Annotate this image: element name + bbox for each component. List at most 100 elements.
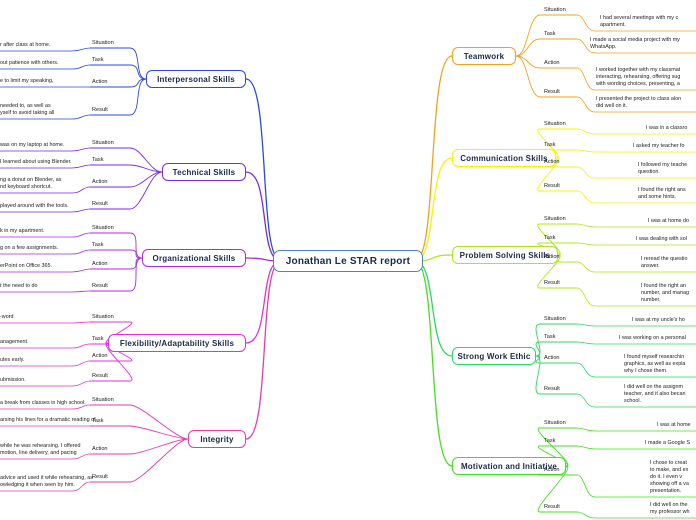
integrity-action-underline	[0, 453, 91, 460]
communication-result-label: Result	[544, 183, 560, 189]
teamwork-situation-text-line: apartment.	[600, 22, 626, 28]
organizational-result-text-line: t the need to do	[0, 283, 38, 289]
organizational-action-label: Action	[92, 261, 108, 267]
workethic-action-underline	[576, 362, 696, 378]
interpersonal-task-text-line: out patience with others.	[0, 60, 59, 66]
organizational-action-text-line: erPoint on Office 365.	[0, 263, 53, 269]
branch-technical[interactable]: Technical Skills	[162, 163, 246, 181]
communication-result-link	[537, 157, 577, 192]
teamwork-situation-label: Situation	[544, 7, 566, 13]
teamwork-task-link	[515, 38, 577, 57]
interpersonal-result-text-line: yself to avoid taking all	[0, 110, 55, 116]
workethic-result-text-line: school.	[624, 398, 642, 404]
interpersonal-result-underline	[0, 114, 91, 120]
integrity-action-link	[90, 438, 189, 455]
integrity-situation-label: Situation	[92, 397, 114, 403]
technical-task-link	[90, 164, 163, 173]
branch-communication[interactable]: Communication Skills	[452, 149, 556, 167]
problem-situation-text-line: I was at home do	[648, 218, 690, 224]
problem-result-underline	[576, 287, 696, 307]
technical-task-underline	[0, 164, 91, 169]
flexibility-action-label: Action	[92, 353, 108, 359]
problem-action-text-line: answer.	[641, 263, 660, 269]
flexibility-task-underline	[0, 343, 91, 349]
motivation-connector	[414, 260, 453, 467]
teamwork-result-link	[515, 55, 577, 98]
communication-result-text-line: and some hints.	[638, 194, 677, 200]
communication-situation-underline	[576, 128, 696, 135]
branch-flexibility[interactable]: Flexibility/Adaptability Skills	[108, 334, 246, 352]
workethic-result-text-line: teacher, and it also becan	[624, 391, 686, 397]
branch-interpersonal[interactable]: Interpersonal Skills	[146, 70, 246, 88]
teamwork-result-text-line: did well on it.	[596, 103, 628, 109]
workethic-situation-underline	[576, 323, 696, 327]
organizational-situation-link	[90, 232, 143, 259]
integrity-connector	[245, 260, 282, 440]
communication-action-underline	[576, 166, 696, 179]
technical-task-label: Task	[92, 157, 104, 163]
motivation-action-underline	[576, 474, 696, 498]
interpersonal-situation-text-line: r after class at home.	[0, 42, 51, 48]
interpersonal-situation-underline	[0, 47, 91, 52]
integrity-task-text-line: arsing his lines for a dramatic reading …	[0, 417, 96, 423]
motivation-result-text-line: my professor wh	[650, 509, 690, 515]
workethic-action-text-line: I found myself researchin	[624, 354, 685, 360]
motivation-action-label: Action	[544, 467, 560, 473]
branch-organizational[interactable]: Organizational Skills	[142, 249, 246, 267]
problem-result-text-line: I found the right an	[641, 283, 686, 289]
motivation-situation-underline	[576, 427, 696, 432]
interpersonal-connector	[245, 78, 282, 262]
technical-action-text-line: ng a donut on Blender, as	[0, 177, 62, 183]
motivation-result-label: Result	[544, 504, 560, 510]
workethic-situation-link	[535, 323, 577, 357]
communication-result-text-line: I found the right ans	[638, 187, 686, 193]
motivation-task-link	[537, 445, 577, 467]
teamwork-situation-text-line: I had several meetings with my c	[600, 15, 679, 21]
workethic-task-text-line: I was working on a personal	[619, 335, 686, 341]
integrity-action-text-line: while he was rehearsing. I offered	[0, 443, 81, 449]
communication-situation-text-line: I was in a classro	[646, 125, 688, 131]
teamwork-task-label: Task	[544, 31, 556, 37]
technical-situation-label: Situation	[92, 140, 114, 146]
integrity-situation-link	[90, 404, 189, 440]
problem-task-underline	[576, 242, 696, 246]
motivation-result-underline	[576, 511, 696, 519]
workethic-task-label: Task	[544, 334, 556, 340]
branch-workethic[interactable]: Strong Work Ethic	[452, 347, 536, 365]
workethic-result-underline	[576, 393, 696, 408]
central-topic[interactable]: Jonathan Le STAR report	[273, 250, 423, 272]
flexibility-situation-label: Situation	[92, 314, 114, 320]
motivation-task-underline	[576, 445, 696, 450]
technical-action-underline	[0, 186, 91, 194]
flexibility-task-text-line: anagement.	[0, 339, 29, 345]
motivation-result-link	[537, 465, 577, 513]
problem-task-label: Task	[544, 235, 556, 241]
problem-result-text-line: number, and manag	[641, 290, 689, 296]
branch-motivation[interactable]: Motivation and Initiative	[452, 457, 566, 475]
interpersonal-action-text-line: e to limit my speaking,	[0, 78, 54, 84]
workethic-result-link	[535, 355, 577, 395]
problem-action-label: Action	[544, 254, 560, 260]
problem-action-text-line: I reread the questio	[641, 256, 688, 262]
technical-action-text-line: nd keyboard shortcut.	[0, 184, 52, 190]
flexibility-result-link	[90, 342, 133, 382]
technical-situation-underline	[0, 147, 91, 152]
communication-action-text-line: I followed my teache	[638, 162, 688, 168]
interpersonal-task-link	[90, 64, 147, 80]
organizational-task-link	[90, 249, 143, 259]
motivation-result-text-line: I did well on the	[650, 502, 688, 508]
interpersonal-task-label: Task	[92, 57, 104, 63]
branch-problem[interactable]: Problem Solving Skills	[452, 246, 558, 264]
integrity-situation-text-line: a break from classes in high school.	[0, 400, 86, 406]
technical-action-link	[90, 171, 163, 188]
flexibility-situation-underline	[0, 321, 91, 324]
branch-teamwork[interactable]: Teamwork	[452, 47, 516, 65]
integrity-result-text-line: owledging it when seen by him.	[0, 482, 75, 488]
communication-situation-label: Situation	[544, 121, 566, 127]
branch-integrity[interactable]: Integrity	[188, 430, 246, 448]
workethic-situation-label: Situation	[544, 316, 566, 322]
organizational-result-link	[90, 257, 143, 292]
technical-connector	[245, 171, 282, 262]
problem-result-label: Result	[544, 280, 560, 286]
workethic-action-text-line: graphics, as well as expla	[624, 361, 686, 367]
